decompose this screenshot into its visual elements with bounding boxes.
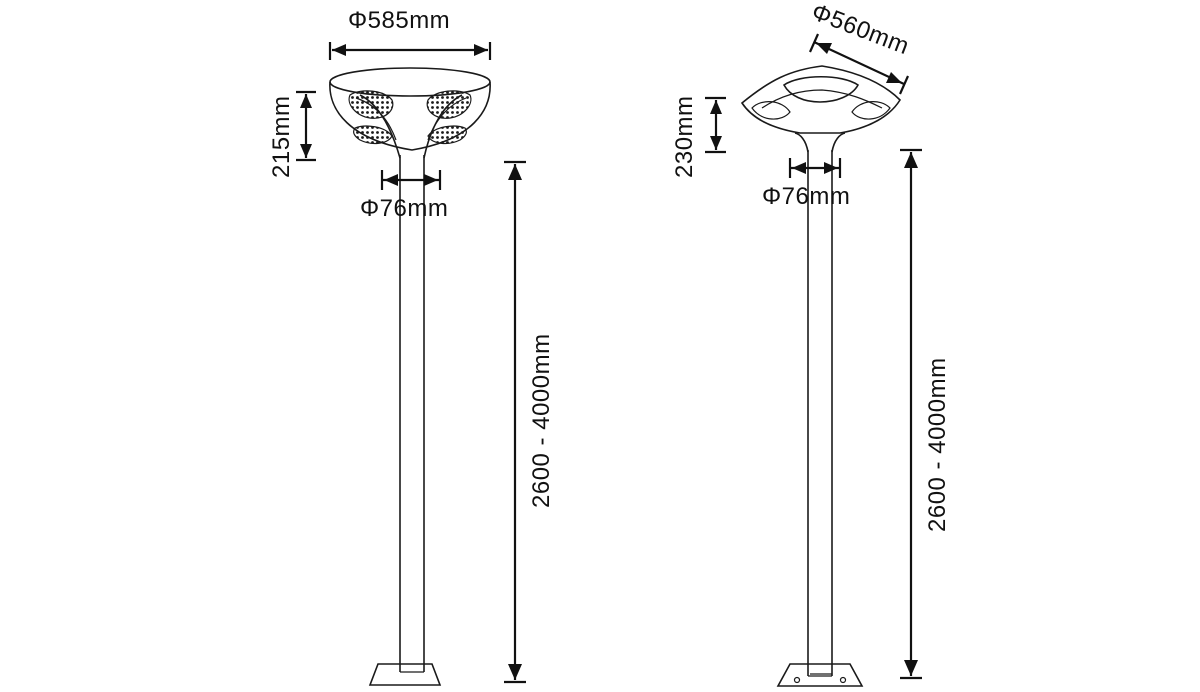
left-led-panel-2-icon [426, 90, 472, 119]
left-lamp [329, 67, 491, 686]
right-diameter-dimension: Φ560mm [808, 0, 913, 95]
left-led-panel-3-icon [353, 125, 393, 145]
right-head-height-dimension: 230mm [671, 95, 726, 178]
right-pole [807, 150, 833, 677]
right-lamp-head [740, 65, 902, 153]
right-lens-left-icon [751, 101, 791, 120]
left-diameter-dimension: Φ585mm [328, 7, 492, 60]
left-lamp-head [329, 67, 491, 159]
left-diameter-label: Φ585mm [348, 7, 450, 34]
right-diameter-label: Φ560mm [808, 0, 913, 60]
left-base-plate [368, 663, 442, 686]
left-pole-height-dimension: 2600 - 4000mm [504, 160, 555, 684]
right-lamp [740, 65, 902, 687]
left-head-height-dimension: 215mm [268, 90, 316, 178]
left-led-panel-1-icon [348, 90, 394, 119]
right-pole-height-dimension: 2600 - 4000mm [900, 148, 951, 680]
left-head-height-label: 215mm [268, 95, 295, 178]
right-lens-right-icon [851, 101, 891, 120]
right-head-height-label: 230mm [671, 95, 698, 178]
right-pole-diameter-label: Φ76mm [762, 183, 850, 210]
left-pole [399, 155, 425, 673]
right-pole-diameter-dimension: Φ76mm [762, 158, 850, 210]
right-base-plate [776, 663, 864, 687]
left-pole-diameter-dimension: Φ76mm [360, 170, 448, 222]
left-pole-diameter-label: Φ76mm [360, 195, 448, 222]
right-pole-height-label: 2600 - 4000mm [924, 357, 951, 532]
right-top-panel-icon [782, 76, 860, 103]
left-led-panel-4-icon [427, 125, 467, 145]
left-pole-height-label: 2600 - 4000mm [528, 333, 555, 508]
